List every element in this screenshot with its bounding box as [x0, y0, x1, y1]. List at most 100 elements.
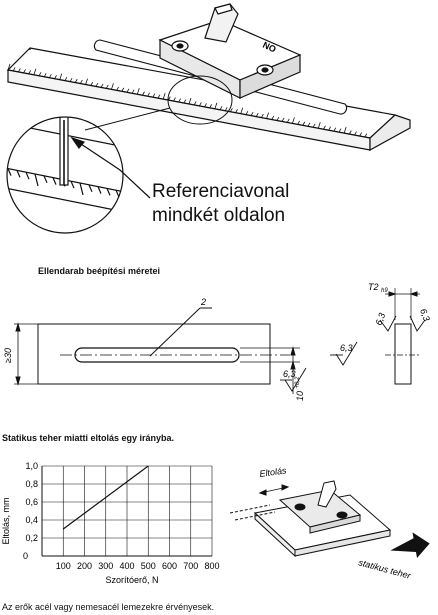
roughness-side-right: 6,3 — [418, 307, 432, 322]
chart-x-label: Szorítóerő, N — [105, 575, 158, 585]
slot-tolerance-sup: +0,2 — [295, 376, 301, 389]
detail-marker-circle — [167, 75, 233, 125]
magnified-scale-tick — [125, 192, 128, 204]
roughness-side-left: 6,3 — [373, 312, 387, 327]
plate-side-view — [394, 323, 412, 385]
load-arrow — [390, 532, 430, 558]
rail-scale-tick — [17, 68, 21, 73]
rail-scale-tick — [28, 70, 32, 75]
rail-scale-tick — [354, 131, 357, 136]
rail-scale-tick — [317, 122, 321, 129]
displacement-title: Statikus teher miatti eltolás egy irányb… — [2, 433, 175, 443]
chart-x-tick-label: 600 — [162, 561, 177, 571]
rail-scale — [7, 63, 368, 138]
magnified-detail — [6, 116, 146, 234]
rail-scale-tick — [178, 98, 182, 103]
rail-scale-tick — [261, 113, 264, 118]
magnified-scale-tick — [115, 189, 120, 198]
chart-origin-label: 0 — [23, 551, 28, 561]
chart-y-ticks: 0,2 0,4 0,6 0,8 1,0 0 — [23, 461, 38, 561]
chart-y-tick-label: 0,4 — [25, 515, 38, 525]
parallelism-value: T2 — [368, 282, 379, 292]
rail-scale-tick — [193, 101, 197, 106]
rail-scale-tick — [59, 73, 63, 80]
mounting-drawing: 2 ≥30 6,3 6,3 10 +0,2 T2 h9 6,3 6,3 — [3, 282, 432, 401]
clamp-handle — [204, 3, 239, 43]
rail-scale-tick — [100, 83, 104, 88]
rail-scale-tick — [292, 117, 295, 124]
chart-y-tick-label: 0,8 — [25, 479, 38, 489]
rail-scale-tick — [142, 91, 145, 96]
rail-scale-tick — [38, 72, 42, 77]
magnified-scale-tick — [88, 184, 93, 193]
counter-plate — [37, 323, 271, 385]
magnified-scale-tick — [143, 196, 146, 203]
rail-scale-tick — [297, 120, 300, 125]
rail-scale-tick — [219, 106, 223, 111]
parallelism-label: T2 h9 — [368, 282, 388, 294]
magnified-scale-tick — [34, 173, 39, 187]
rail-scale-tick — [43, 73, 47, 77]
rail-scale-tick — [348, 130, 352, 135]
rail-scale-tick — [23, 69, 26, 74]
rail-scale-tick — [183, 99, 187, 104]
displacement-illustration: Eltolás statikus teher — [230, 465, 430, 581]
rail-scale-tick — [224, 107, 228, 111]
rail-scale-tick — [198, 102, 202, 107]
rail-scale-tick — [126, 88, 130, 93]
chart-y-label: Eltolás, mm — [1, 497, 11, 544]
rail-scale-tick — [69, 77, 73, 82]
roughness-right: 6,3 — [340, 343, 353, 353]
rail-scale-tick — [152, 93, 156, 98]
rail-scale-tick — [312, 123, 316, 128]
rail-scale-tick — [328, 126, 331, 131]
height-dimension: ≥30 — [3, 348, 13, 363]
clamp-body — [158, 19, 302, 99]
rail-scale-tick — [157, 94, 161, 99]
rail-scale-tick — [12, 67, 16, 72]
rail-scale-tick — [359, 132, 363, 137]
magnified-scale-tick — [79, 182, 84, 196]
rail-scale-tick — [74, 78, 78, 83]
magnified-scale-tick — [43, 175, 48, 184]
reference-line-callout-arrow — [70, 136, 151, 199]
load-label: statikus teher — [357, 557, 412, 581]
rail-scale-tick — [173, 97, 176, 102]
rail-scale-tick — [209, 104, 213, 109]
chart-x-tick-label: 200 — [77, 561, 92, 571]
rail-scale-tick — [271, 115, 275, 120]
chart-y-tick-label: 0,6 — [25, 497, 38, 507]
rail-scale-tick — [235, 109, 238, 113]
rail-scale-tick — [333, 127, 337, 132]
chart-y-tick-label: 0,2 — [25, 533, 38, 543]
rail-scale-tick — [240, 107, 244, 114]
chart-grid — [41, 465, 213, 557]
rail-scale-tick — [343, 127, 347, 134]
rail-scale-tick — [121, 87, 125, 92]
mounting-title: Ellendarab beépítési méretei — [38, 266, 161, 276]
rail-scale-tick — [245, 110, 249, 115]
rail-scale-tick — [54, 75, 57, 79]
rail-scale-tick — [147, 92, 150, 97]
rail-scale-tick — [255, 112, 259, 117]
chart-x-tick-label: 700 — [183, 561, 198, 571]
roughness-slot: 6,3 — [283, 369, 296, 379]
chart-y-tick-label: 1,0 — [25, 461, 38, 471]
rail-scale-tick — [64, 76, 68, 81]
chart-x-tick-label: 400 — [119, 561, 134, 571]
rail-scale-tick — [286, 118, 290, 123]
rail-scale-tick — [276, 116, 280, 121]
rail-scale-tick — [307, 122, 311, 127]
parallelism-sub: h9 — [381, 288, 388, 294]
rail-scale-tick — [204, 103, 207, 108]
rail-scale-tick — [85, 78, 88, 85]
rail-scale-tick — [49, 74, 52, 78]
rail-scale-tick — [116, 86, 119, 91]
magnified-scale-tick — [134, 194, 137, 201]
chart-x-tick-label: 500 — [141, 561, 156, 571]
rail-scale-tick — [230, 108, 233, 112]
magnified-scale-tick — [52, 177, 57, 185]
shift-label: Eltolás — [259, 465, 288, 479]
clamp-illustration: NO — [6, 3, 411, 234]
magnified-scale-tick — [25, 171, 30, 180]
